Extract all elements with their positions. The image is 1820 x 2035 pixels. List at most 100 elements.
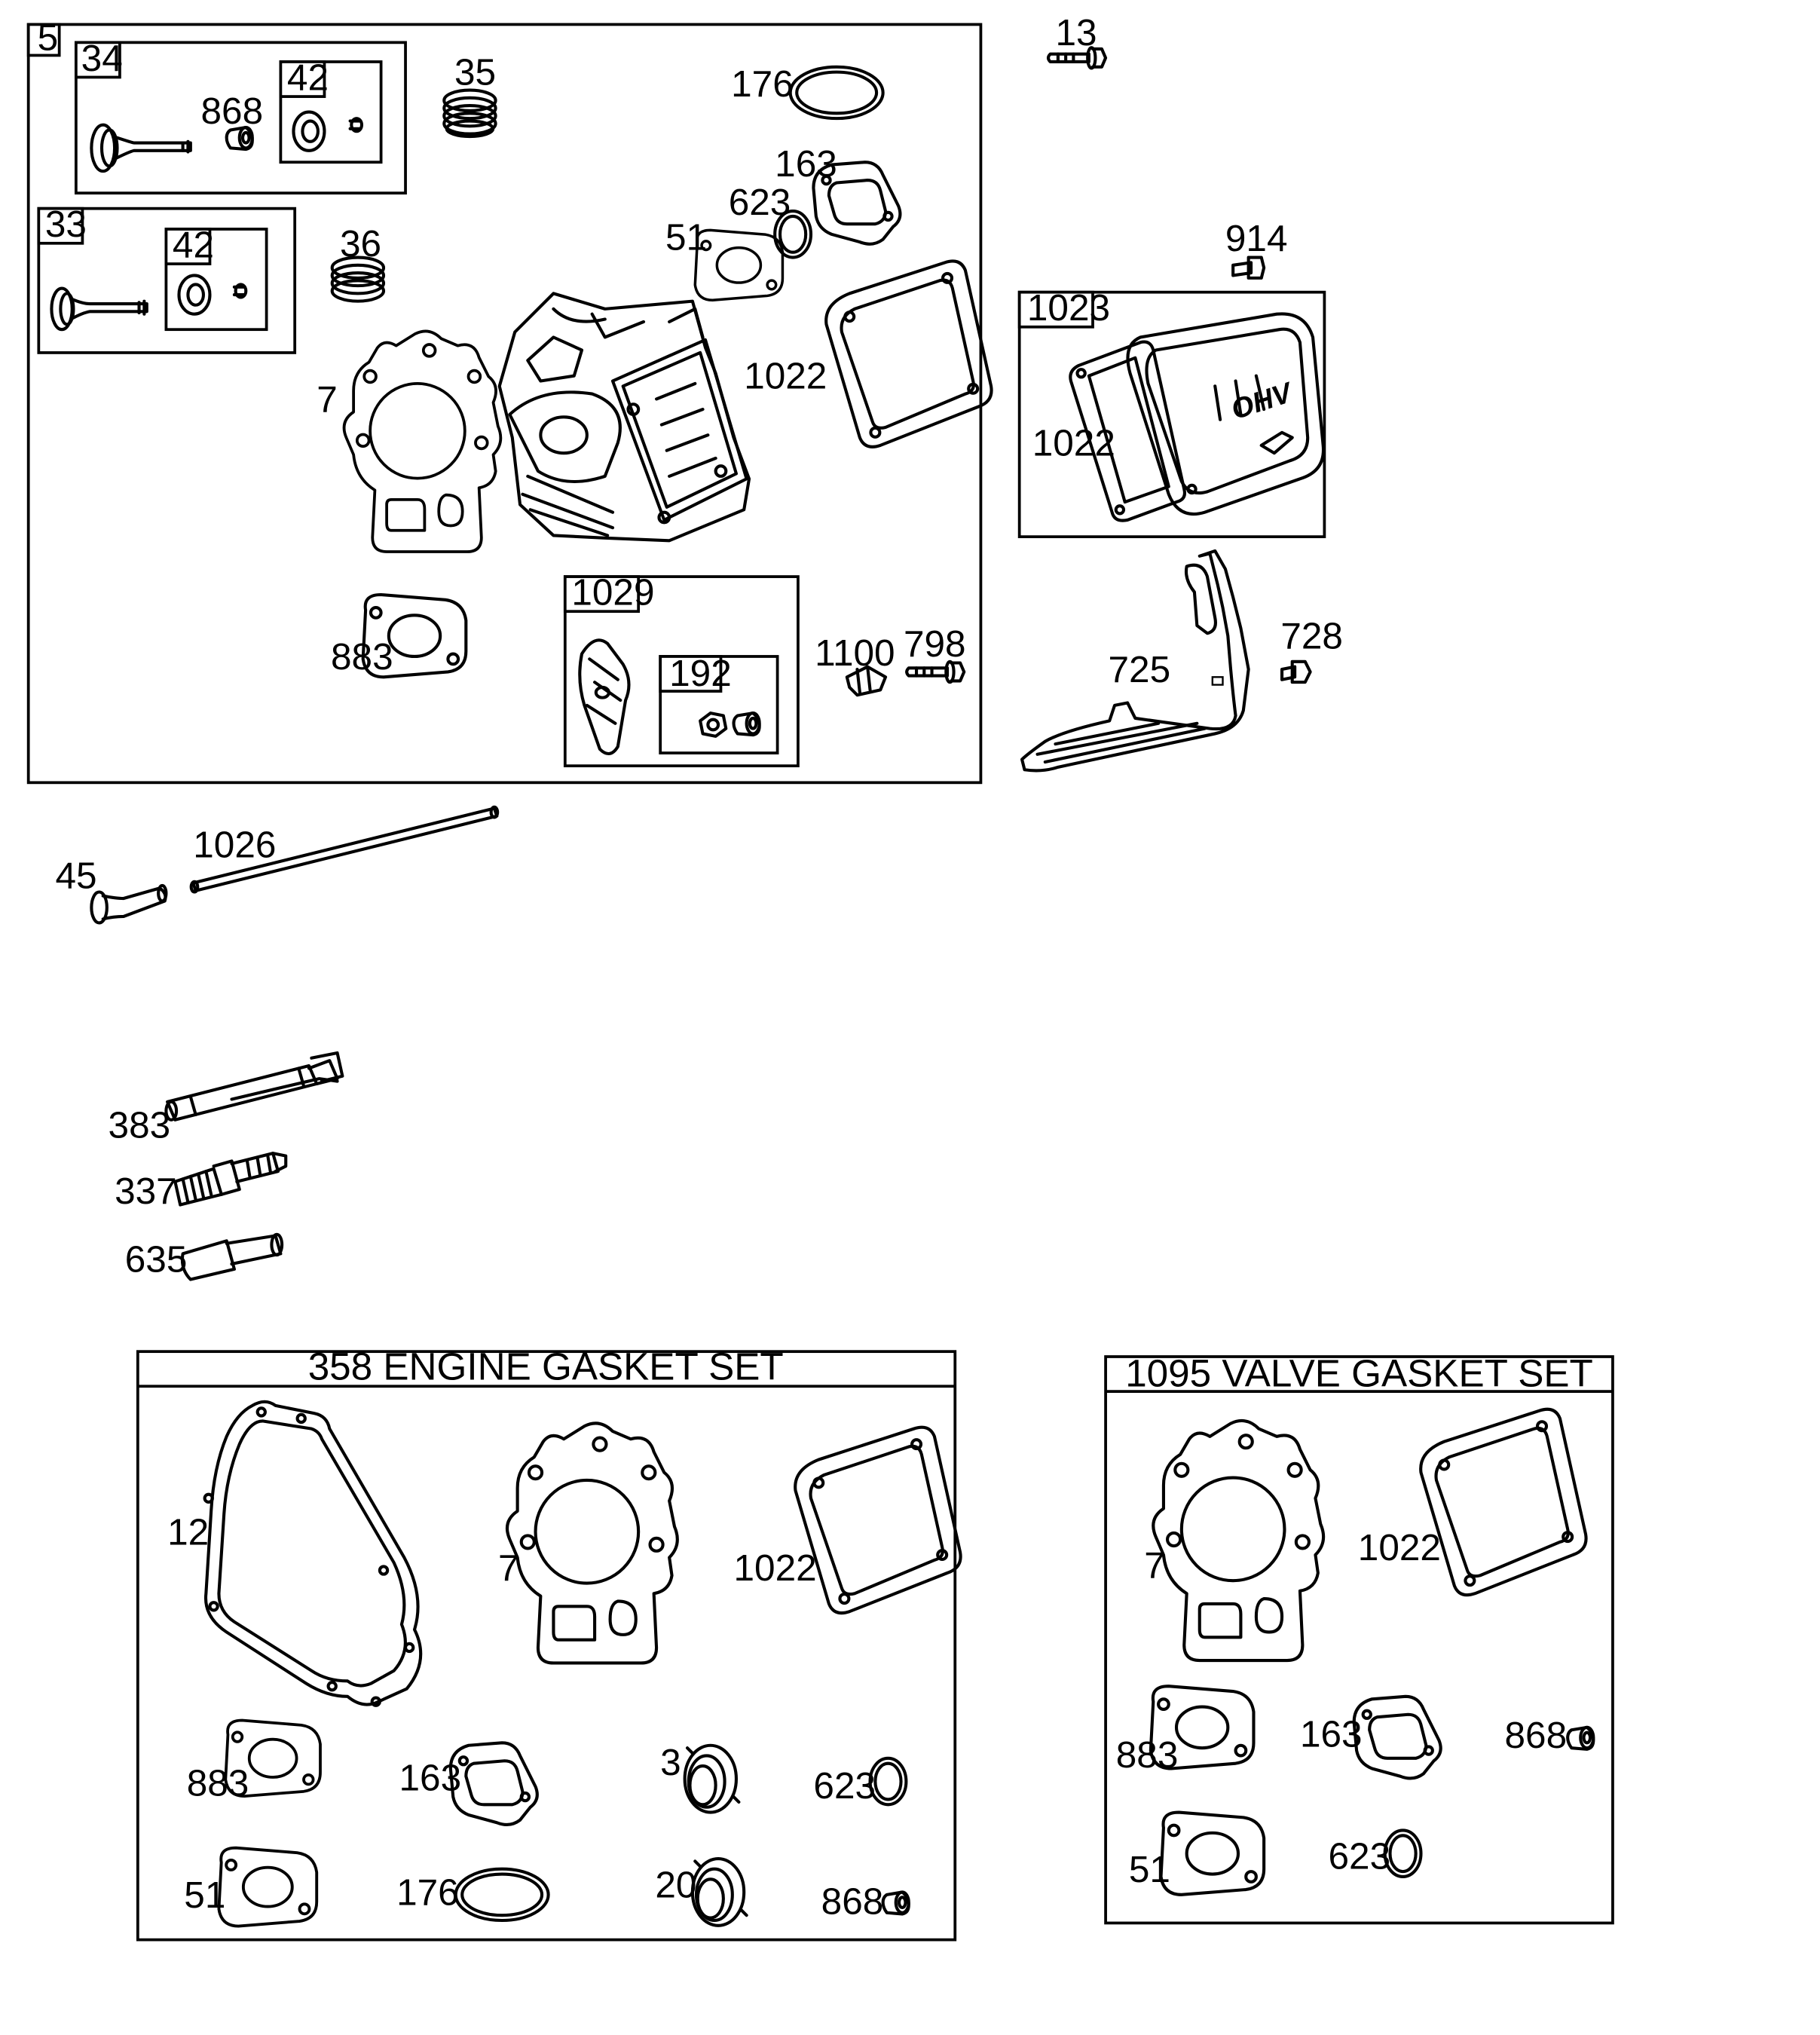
o-ring-icon-b — [456, 1869, 549, 1920]
label-163-c[interactable]: 163 — [1300, 1713, 1363, 1755]
label-914[interactable]: 914 — [1225, 218, 1288, 259]
label-12[interactable]: 12 — [167, 1511, 209, 1553]
cylinder-head-group: 5 34 868 42 35 — [26, 17, 992, 785]
label-623[interactable]: 623 — [729, 182, 791, 223]
label-51[interactable]: 51 — [665, 216, 707, 258]
carburetor-gasket-icon-b — [451, 1743, 537, 1825]
tappet-icon — [90, 883, 168, 925]
valve-gasket-set-title: 1095 VALVE GASKET SET — [1125, 1351, 1593, 1394]
label-868-b[interactable]: 868 — [821, 1880, 884, 1922]
label-1023[interactable]: 1023 — [1027, 287, 1110, 329]
air-guide-icon — [1020, 549, 1250, 773]
rocker-nut-icon — [699, 713, 760, 738]
rocker-cover-gasket-icon-c — [795, 1428, 960, 1613]
label-337[interactable]: 337 — [115, 1171, 177, 1212]
valve-cap-icon-c — [1568, 1727, 1593, 1749]
label-868-c[interactable]: 868 — [1504, 1715, 1567, 1756]
push-rod-guide-icon — [845, 665, 888, 697]
box-1023 — [1017, 290, 1326, 539]
rocker-cover-gasket-icon-d — [1421, 1409, 1586, 1595]
box-33 — [37, 207, 297, 354]
cylinder-head-icon — [497, 292, 751, 543]
box-1029 — [563, 575, 800, 768]
ohv-logo: OHV — [1227, 375, 1297, 425]
rocker-arm-icon — [578, 638, 631, 755]
box-34 — [74, 41, 407, 195]
label-36[interactable]: 36 — [340, 223, 381, 265]
box-42-a — [279, 60, 383, 164]
label-798[interactable]: 798 — [904, 623, 966, 665]
label-35[interactable]: 35 — [454, 52, 496, 93]
valve-seal-icon-b — [177, 274, 248, 316]
label-163[interactable]: 163 — [775, 143, 837, 185]
intake-valve-icon — [50, 286, 148, 332]
label-34[interactable]: 34 — [81, 38, 123, 79]
label-3[interactable]: 3 — [660, 1742, 681, 1783]
valve-spring-icon — [442, 88, 497, 139]
label-883-b[interactable]: 883 — [187, 1762, 249, 1804]
label-5[interactable]: 5 — [38, 17, 59, 59]
label-20[interactable]: 20 — [655, 1864, 696, 1905]
label-1022-d[interactable]: 1022 — [1358, 1527, 1441, 1568]
label-883[interactable]: 883 — [331, 636, 393, 678]
crankcase-gasket-icon — [203, 1400, 423, 1707]
spark-plug-icon — [173, 1152, 288, 1207]
intake-gasket-icon — [693, 228, 785, 301]
label-725[interactable]: 725 — [1108, 649, 1170, 690]
label-1022-c[interactable]: 1022 — [734, 1547, 817, 1589]
label-635[interactable]: 635 — [125, 1238, 188, 1280]
rocker-cover-gasket-icon-b — [1069, 340, 1186, 522]
intake-gasket-icon-b — [217, 1846, 319, 1928]
engine-gasket-set-title: 358 ENGINE GASKET SET — [308, 1345, 784, 1388]
spark-plug-tool-icon — [164, 1051, 344, 1122]
label-623-c[interactable]: 623 — [1329, 1836, 1391, 1877]
screw-728-icon — [1280, 659, 1312, 684]
screw-914-icon — [1231, 256, 1266, 280]
carburetor-gasket-icon-c — [1354, 1697, 1441, 1779]
valve-gasket-set: 1095 VALVE GASKET SET 7 1022 883 163 868… — [1104, 1351, 1614, 1925]
head-gasket-icon-b — [507, 1423, 678, 1663]
label-868[interactable]: 868 — [201, 90, 264, 132]
push-rod-icon — [189, 805, 500, 894]
label-33[interactable]: 33 — [45, 204, 87, 245]
label-7[interactable]: 7 — [317, 378, 338, 420]
tag-5 — [26, 23, 61, 57]
intake-gasket-icon-c — [1161, 1813, 1265, 1895]
label-176-b[interactable]: 176 — [396, 1872, 459, 1914]
valve-seal-icon — [292, 110, 364, 152]
label-163-b[interactable]: 163 — [399, 1758, 462, 1799]
o-ring-icon — [791, 67, 883, 118]
label-51-c[interactable]: 51 — [1129, 1849, 1170, 1890]
head-gasket-icon — [342, 329, 503, 553]
label-45[interactable]: 45 — [56, 855, 97, 896]
label-1022-b[interactable]: 1022 — [1032, 423, 1115, 464]
valve-spring-icon-b — [330, 256, 386, 303]
label-1022[interactable]: 1022 — [744, 356, 827, 397]
label-1026[interactable]: 1026 — [193, 824, 276, 865]
label-1029[interactable]: 1029 — [571, 572, 654, 614]
label-13[interactable]: 13 — [1055, 12, 1097, 54]
label-7-c[interactable]: 7 — [1144, 1545, 1165, 1587]
label-383[interactable]: 383 — [109, 1105, 171, 1146]
label-42-b[interactable]: 42 — [173, 225, 214, 266]
box-42-b — [164, 228, 268, 332]
oil-seal-icon — [685, 1746, 739, 1813]
label-176[interactable]: 176 — [731, 63, 794, 105]
rocker-cover-icon: OHV — [1126, 312, 1326, 516]
label-1100[interactable]: 1100 — [815, 632, 895, 674]
label-51-b[interactable]: 51 — [184, 1874, 225, 1916]
head-gasket-icon-c — [1153, 1421, 1323, 1660]
label-192[interactable]: 192 — [669, 653, 732, 694]
label-42[interactable]: 42 — [287, 57, 329, 99]
label-623-b[interactable]: 623 — [813, 1765, 876, 1807]
exhaust-valve-icon — [90, 123, 192, 173]
oil-seal-icon-b — [693, 1859, 747, 1926]
label-883-c[interactable]: 883 — [1116, 1734, 1179, 1776]
valve-cap-icon-b — [883, 1892, 909, 1914]
spark-plug-boot-icon — [180, 1232, 284, 1281]
rocker-cover-gasket-icon — [826, 261, 991, 446]
engine-gasket-set: 358 ENGINE GASKET SET 12 7 1022 883 163 … — [136, 1345, 961, 1942]
label-728[interactable]: 728 — [1280, 616, 1343, 657]
label-7-b[interactable]: 7 — [498, 1547, 519, 1589]
